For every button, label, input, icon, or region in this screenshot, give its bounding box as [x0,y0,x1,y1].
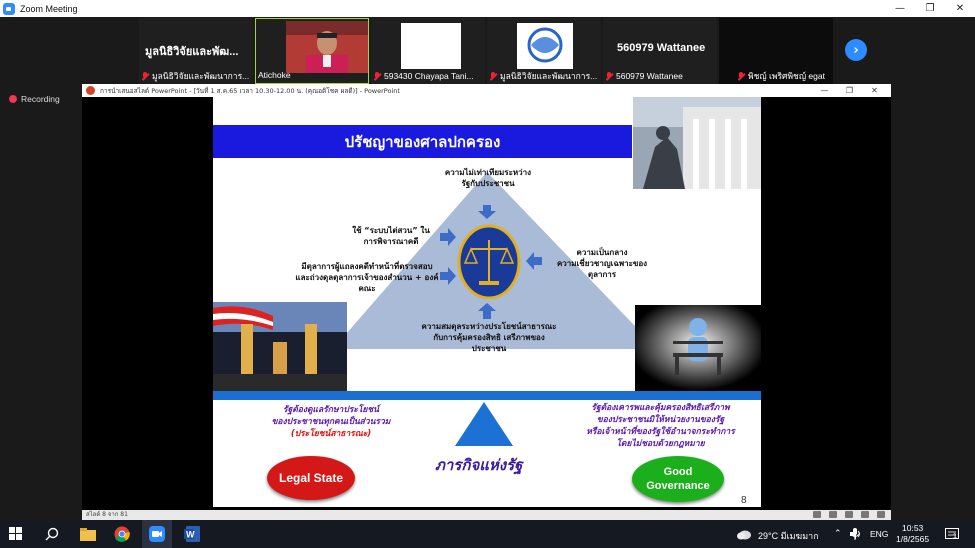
chevron-right-icon: › [853,42,859,58]
powerpoint-icon [86,86,95,95]
participant-label: พิชญ์ เพริศพิชญ์ egat [748,71,825,81]
reading-view-icon[interactable] [861,511,869,518]
participant-tile[interactable]: 593430 Chayapa Tani... [371,18,485,84]
ppt-window-title: การนำเสนอสไลด์ PowerPoint - [วันที่ 1 ส.… [100,86,400,95]
slide-title-bar: ปรัชญาของศาลปกครอง [213,123,632,158]
person-bench-photo [635,305,761,391]
windows-start-icon[interactable] [4,524,28,544]
participant-video [286,21,368,73]
participant-label: 593430 Chayapa Tani... [384,71,474,81]
balance-triangle-icon [455,402,513,446]
mic-muted-icon [373,71,381,81]
public-interest-label: (ประโยชน์สาธารณะ) [290,429,372,439]
mic-muted-icon [141,71,149,81]
notes-icon[interactable] [813,511,821,518]
record-icon [9,95,17,103]
participant-tile[interactable]: พิชญ์ เพริศพิชญ์ egat [719,18,833,84]
tray-chevron-icon[interactable]: ⌃ [834,528,842,538]
participant-name: มูลนิธิวิจัยและพัฒ... [145,46,239,58]
text-inquisitorial: ใช้ “ระบบไต่สวน” ใน การพิจารณาคดี [352,226,430,246]
search-icon[interactable] [40,524,64,544]
zoom-logo-icon [3,2,15,15]
minimize-button[interactable]: — [895,3,905,14]
slide-sorter-icon[interactable] [845,511,853,518]
clock-date[interactable]: 1/8/2565 [896,534,930,544]
bottom-panel: รัฐต้องดูแลรักษาประโยชน์ ของประชาชนทุกคน… [213,400,761,507]
participant-name: 560979 Wattanee [617,42,706,54]
arrow-down [478,205,496,219]
window-title: Zoom Meeting [20,3,78,14]
next-page-button[interactable]: › [845,39,867,61]
ppt-restore-button[interactable]: ❐ [845,86,854,95]
democracy-monument-photo [213,302,347,391]
recording-label: Recording [21,94,60,104]
ppt-titlebar: การนำเสนอสไลด์ PowerPoint - [วันที่ 1 ส.… [82,84,891,97]
slide: ปรัชญาของศาลปกครอง [213,97,761,507]
court-building-photo [633,97,761,189]
ppt-close-button[interactable]: ✕ [871,86,878,95]
arrow-up [478,303,496,319]
mission-label: ภารกิจแห่งรัฐ [435,456,523,474]
slide-page-number: 8 [741,495,747,506]
recording-indicator[interactable]: Recording [9,94,60,104]
text-balance: ความสมดุลระหว่างประโยชน์สาธารณะ กับการคุ… [421,322,557,353]
right-purple-text: รัฐต้องเคารพและคุ้มครองสิทธิเสรีภาพ ของป… [586,403,735,449]
text-commissioner: มีตุลาการผู้แถลงคดีทำหน้าที่ตรวจสอบ และถ… [295,262,439,293]
normal-view-icon[interactable] [829,511,837,518]
weather-cloud-icon[interactable] [736,524,752,544]
participant-logo [517,23,573,69]
weather-text[interactable]: 29°C มีเมฆมาก [758,531,819,541]
text-neutrality: ความเป็นกลาง ความเชี่ยวชาญเฉพาะของ ตุลาก… [556,248,648,279]
participant-tile-active-speaker[interactable]: Atichoke [255,18,369,84]
mic-muted-icon [489,71,497,81]
public-interest-text: รัฐต้องดูแลรักษาประโยชน์ ของประชาชนทุกคน… [271,405,391,427]
zoom-titlebar: Zoom Meeting — ❐ ✕ [0,0,975,17]
participant-label: Atichoke [258,70,291,80]
clock-time[interactable]: 10:53 [902,523,924,533]
arrow-right [440,228,456,246]
participant-tile[interactable]: มูลนิธิวิจัยและพัฒ... มูลนิธิวิจัยและพัฒ… [139,18,253,84]
mic-muted-icon [737,71,745,81]
chrome-icon[interactable] [110,524,134,544]
participant-avatar [401,23,461,69]
participant-label: มูลนิธิวิจัยและพัฒนาการ... [500,71,598,81]
triangle-diagram [333,172,657,349]
arrow-right-2 [440,267,456,285]
good-governance-badge: Good Governance [632,456,724,502]
participant-label: 560979 Wattanee [616,71,683,81]
zoom-app-icon[interactable] [145,524,169,544]
divider-bar [213,391,761,400]
restore-button[interactable]: ❐ [925,3,935,14]
left-purple-text: รัฐต้องดูแลรักษาประโยชน์ ของประชาชนทุกคน… [231,404,431,440]
participant-label: มูลนิธิวิจัยและพัฒนาการ... [152,71,250,81]
slide-counter: สไลด์ 8 จาก 81 [86,511,128,518]
legal-state-badge: Legal State [267,456,355,500]
slideshow-icon[interactable] [877,511,885,518]
mic-muted-icon [605,71,613,81]
participant-tile[interactable]: มูลนิธิวิจัยและพัฒนาการ... [487,18,601,84]
word-icon[interactable]: W [180,524,204,544]
arrow-left [526,252,542,270]
file-explorer-icon[interactable] [76,524,100,544]
close-button[interactable]: ✕ [955,3,965,14]
text-inequality: ความไม่เท่าเทียมระหว่าง รัฐกับประชาชน [444,168,532,188]
notification-count: 1 [953,533,957,540]
participant-strip: มูลนิธิวิจัยและพัฒ... มูลนิธิวิจัยและพัฒ… [0,17,975,85]
notifications-icon[interactable]: 1 [942,524,962,544]
svg-text:W: W [186,530,195,540]
windows-taskbar: W 29°C มีเมฆมาก ⌃ ENG 10:53 1/8/2565 1 [0,520,975,548]
speaker-icon[interactable] [848,524,862,544]
ppt-minimize-button[interactable]: — [820,86,829,95]
participant-tile[interactable]: 560979 Wattanee 560979 Wattanee [603,18,717,84]
ppt-statusbar: สไลด์ 8 จาก 81 [82,510,891,520]
slide-title: ปรัชญาของศาลปกครอง [344,132,501,151]
language-indicator[interactable]: ENG [870,529,889,539]
